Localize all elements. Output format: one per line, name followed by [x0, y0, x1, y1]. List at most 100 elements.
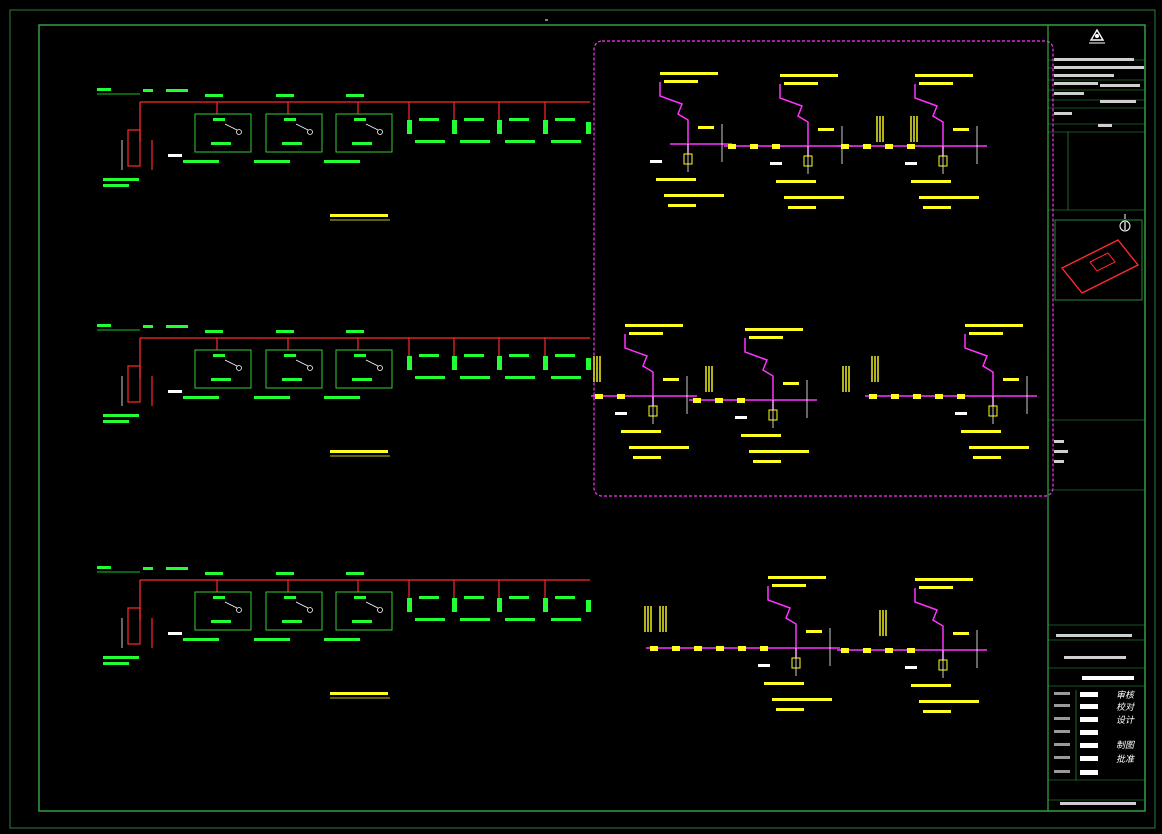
illegible-label [1056, 634, 1132, 637]
illegible-label [183, 396, 219, 399]
storage-tank [194, 349, 252, 389]
illegible-label [656, 178, 696, 181]
illegible-label [776, 708, 804, 711]
illegible-label [166, 89, 188, 92]
system-schematics [97, 88, 591, 699]
signature-4: 制图 [1116, 740, 1136, 751]
illegible-label [276, 330, 294, 333]
branch-unit [586, 600, 591, 612]
illegible-label [753, 460, 781, 463]
magenta-riser [767, 586, 797, 658]
illegible-label [1054, 743, 1070, 746]
illegible-label [663, 378, 679, 381]
signature-field [1080, 730, 1098, 735]
illegible-label [460, 618, 490, 621]
illegible-label [505, 140, 535, 143]
fixture [737, 398, 745, 403]
pump-set [127, 129, 141, 167]
branch-unit [407, 120, 412, 134]
illegible-label [509, 596, 529, 599]
illegible-label [776, 180, 816, 183]
fixture [935, 394, 943, 399]
valve-symbol [377, 607, 383, 613]
wall-hatch [644, 606, 652, 632]
illegible-label [965, 324, 1023, 327]
fixture [907, 144, 915, 149]
illegible-label [282, 378, 302, 381]
fixture [738, 646, 746, 651]
branch-unit [586, 122, 591, 134]
branch-unit [407, 356, 412, 370]
illegible-label [103, 656, 139, 659]
illegible-label [955, 412, 967, 415]
illegible-label [282, 142, 302, 145]
illegible-label [961, 430, 1001, 433]
illegible-label [784, 196, 844, 199]
illegible-label [460, 140, 490, 143]
valve-symbol [236, 607, 242, 613]
wall-hatch [659, 606, 667, 632]
signature-3: 设计 [1116, 715, 1135, 726]
valve-symbol [377, 129, 383, 135]
illegible-label [772, 698, 832, 701]
detail-5 [689, 328, 817, 463]
fixture [913, 394, 921, 399]
storage-tank [194, 113, 252, 153]
storage-tank [265, 591, 323, 631]
illegible-label [668, 204, 696, 207]
signature-field [1080, 756, 1098, 761]
illegible-label [284, 354, 296, 357]
illegible-label [205, 94, 223, 97]
branch-unit [497, 120, 502, 134]
illegible-label [346, 572, 364, 575]
floor-drain [803, 155, 813, 167]
illegible-label [919, 82, 953, 85]
fixture [715, 398, 723, 403]
illegible-label [973, 456, 1001, 459]
illegible-label [919, 586, 953, 589]
illegible-label [770, 162, 782, 165]
illegible-label [415, 618, 445, 621]
illegible-label [629, 332, 663, 335]
illegible-label [969, 446, 1029, 449]
illegible-label [1054, 692, 1070, 695]
fixture [672, 646, 680, 651]
illegible-label [664, 194, 724, 197]
illegible-label [806, 630, 822, 633]
illegible-label [97, 324, 111, 327]
illegible-label [276, 572, 294, 575]
detail-3 [837, 74, 987, 209]
illegible-label [143, 567, 153, 570]
magenta-riser [659, 82, 689, 154]
branch-unit [497, 356, 502, 370]
illegible-label [330, 450, 388, 453]
illegible-label [1054, 730, 1070, 733]
illegible-label [505, 376, 535, 379]
magenta-riser [624, 334, 654, 406]
storage-tank [194, 591, 252, 631]
illegible-label [166, 325, 188, 328]
illegible-label [97, 88, 111, 91]
illegible-label [555, 596, 575, 599]
drawing-title-bar [1082, 676, 1134, 680]
magenta-riser [779, 84, 809, 156]
floor-drain [791, 657, 801, 669]
illegible-label [784, 82, 818, 85]
illegible-label [166, 567, 188, 570]
valve-symbol [307, 607, 313, 613]
illegible-label [1054, 58, 1134, 61]
illegible-label [953, 128, 969, 131]
branch-unit [452, 598, 457, 612]
illegible-label [415, 140, 445, 143]
fixture [841, 648, 849, 653]
illegible-label [354, 596, 366, 599]
illegible-label [1054, 92, 1084, 95]
illegible-label [324, 396, 360, 399]
illegible-label [621, 430, 661, 433]
fixture [772, 144, 780, 149]
valve-symbol [377, 365, 383, 371]
storage-tank [335, 349, 393, 389]
illegible-label [1054, 66, 1144, 69]
pump-set [127, 607, 141, 645]
north-arrow-icon [1119, 214, 1131, 232]
